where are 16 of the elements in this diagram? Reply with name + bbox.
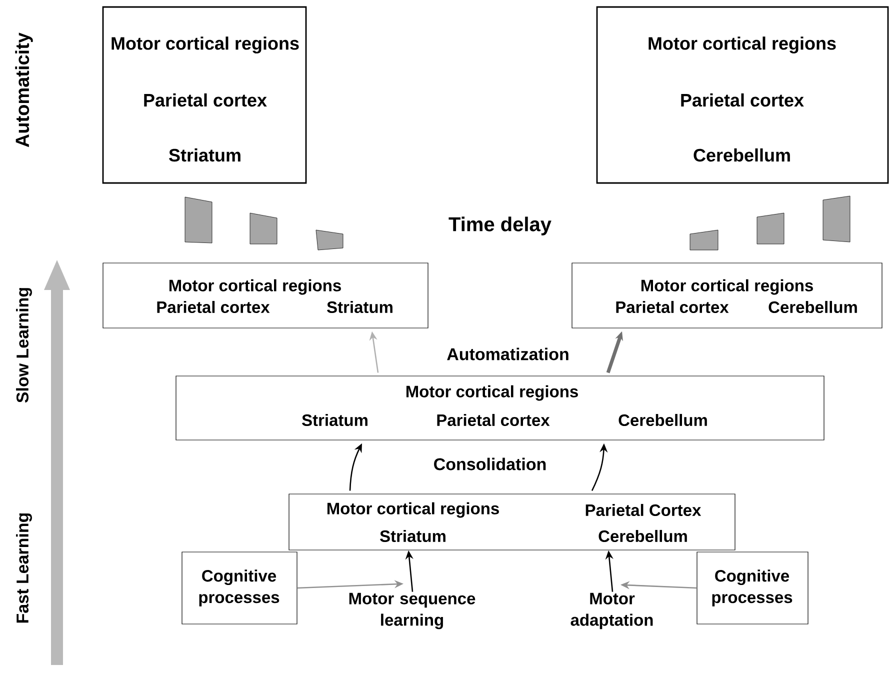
region-box: Motor cortical regions Parietal cortex Striatum: [102, 6, 307, 184]
region-box: Cognitive processes: [696, 552, 808, 624]
region-box: Motor cortical regions Striatum Parietal Cortex Cerebellum: [288, 494, 736, 550]
axis-label: Automaticity: [15, 32, 33, 148]
region-box: Motor cortical regions Parietal cortex Cerebellum: [596, 6, 889, 184]
input-label: Motor sequence learning: [349, 592, 476, 630]
region-box: Cognitive processes: [182, 552, 298, 624]
stage-label: Consolidation: [434, 458, 546, 470]
region-box: Motor cortical regions Parietal cortex Cerebellum: [572, 262, 882, 328]
axis-label: Slow Learning: [16, 288, 32, 403]
stage-label: Automatization: [447, 348, 568, 360]
stage-label: Time delay: [448, 216, 552, 236]
region-box: Motor cortical regions Parietal cortex Striatum: [102, 262, 428, 328]
axis-label: Fast Learning: [16, 513, 32, 623]
region-box: Motor cortical regions Striatum Parietal cortex Cerebellum: [176, 376, 824, 440]
input-label: Motor adaptation: [570, 592, 653, 630]
